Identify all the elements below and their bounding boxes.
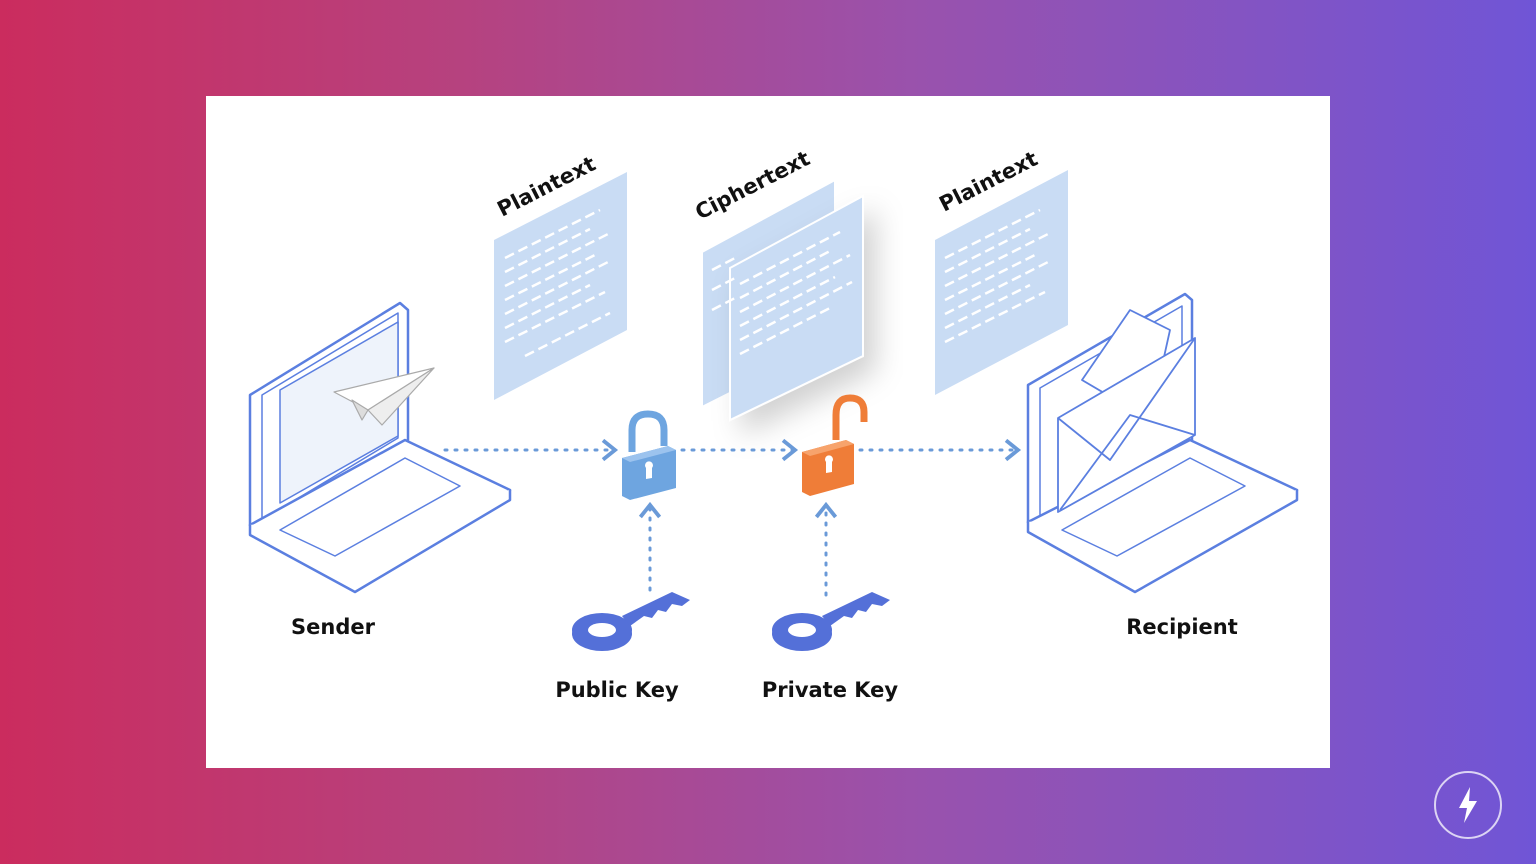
private-key-label: Private Key xyxy=(762,678,899,702)
lightning-bolt-icon xyxy=(1459,787,1477,823)
plaintext-document-right xyxy=(935,170,1068,395)
brand-logo xyxy=(1434,771,1502,839)
recipient-laptop-icon xyxy=(1026,292,1299,594)
paper-plane-icon xyxy=(333,367,435,426)
envelope-icon xyxy=(1057,309,1196,513)
sender-label: Sender xyxy=(291,615,376,639)
public-key-icon xyxy=(572,592,690,651)
ciphertext-documents xyxy=(701,178,864,422)
public-key-label: Public Key xyxy=(555,678,679,702)
unlocked-padlock-icon xyxy=(802,394,868,496)
private-key-icon xyxy=(772,592,890,651)
sender-laptop-icon xyxy=(248,301,512,594)
plaintext-document-left xyxy=(494,172,627,400)
recipient-label: Recipient xyxy=(1126,615,1238,639)
locked-padlock-icon xyxy=(622,410,676,500)
flow-arrows xyxy=(443,438,1022,597)
